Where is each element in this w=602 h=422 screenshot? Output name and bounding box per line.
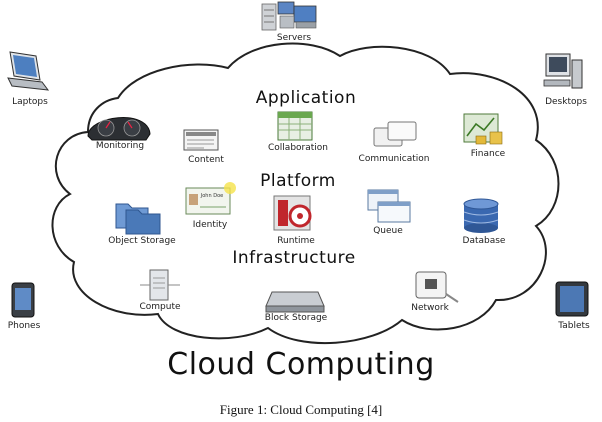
phones-label: Phones [7,321,41,331]
servers-icon [261,1,317,31]
database-label: Database [462,236,506,246]
figure-caption: Figure 1: Cloud Computing [4] [219,402,383,417]
block-storage-label: Block Storage [264,313,328,323]
compute-label: Compute [139,302,181,312]
collaboration-icon [277,111,313,141]
application-header: Application [255,88,357,108]
desktops-label: Desktops [545,97,587,107]
tablets-label: Tablets [558,321,590,331]
communication-label: Communication [358,154,430,164]
communication-icon [373,121,417,147]
network-label: Network [411,303,449,313]
runtime-label: Runtime [277,236,315,246]
identity-card-name: John Doe [200,193,224,199]
collaboration-label: Collaboration [268,143,328,153]
queue-label: Queue [373,226,403,236]
platform-header: Platform [260,171,336,191]
desktop-icon [543,53,583,89]
identity-icon [185,182,236,215]
monitoring-label: Monitoring [95,141,145,151]
queue-icon [367,189,411,223]
content-icon [183,129,219,151]
tablet-icon [555,281,589,317]
diagram-title: Cloud Computing [167,347,435,382]
infrastructure-header: Infrastructure [232,248,356,268]
network-icon [415,271,459,303]
monitoring-icon [87,117,151,141]
object-storage-icon [115,203,161,235]
identity-label: Identity [192,220,228,230]
finance-label: Finance [470,149,506,159]
block-storage-icon [265,291,325,313]
content-label: Content [188,155,224,165]
runtime-icon [273,195,312,231]
phone-icon [11,282,35,318]
finance-icon [463,113,503,145]
compute-icon [140,269,180,301]
laptops-label: Laptops [12,97,48,107]
database-icon [463,198,499,233]
servers-label: Servers [276,33,312,43]
object-storage-label: Object Storage [108,236,176,246]
laptop-icon [7,51,50,91]
cloud-shape [51,42,560,345]
